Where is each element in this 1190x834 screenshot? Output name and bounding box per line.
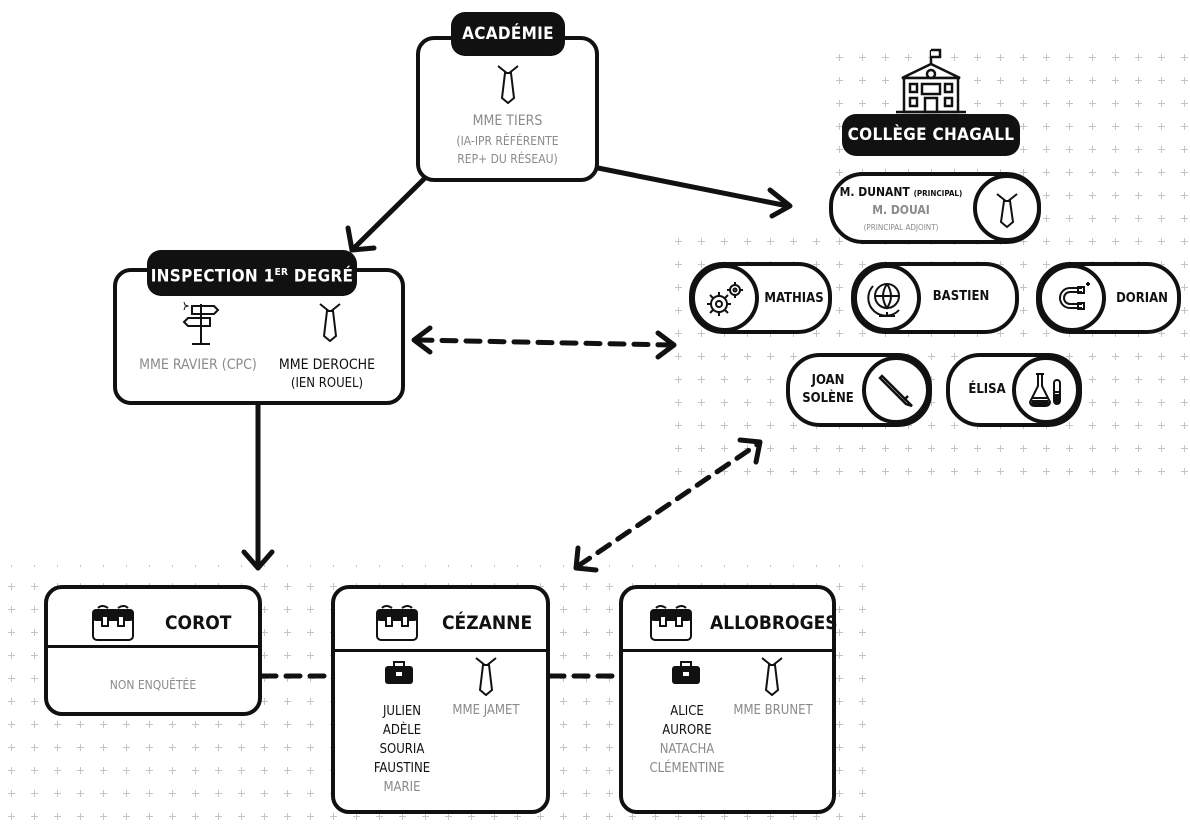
school-header-cezanne (335, 589, 546, 652)
inspection-person-2: MME DEROCHE (278, 357, 376, 373)
teacher-label-bastien: BASTIEN (932, 289, 990, 304)
arrow-academie-inspection (349, 175, 428, 253)
dashed-cezanne-college (575, 441, 761, 569)
arrowhead-inspection (345, 225, 377, 253)
school-box-corot (44, 585, 262, 716)
principal-name: M. DUNANT (839, 185, 910, 199)
teacher-list-cezanne: JULIEN ADÈLE SOURIA FAUSTINE MARIE (362, 702, 442, 797)
schoolbag-icon (376, 605, 418, 641)
schoolbag-icon (650, 605, 692, 641)
arrowhead-dash-left (411, 325, 433, 355)
tie-icon (761, 657, 783, 696)
school-box-cezanne (331, 585, 550, 814)
school-name-corot: COROT (165, 612, 232, 634)
arrowhead-dash-cezanne (573, 545, 599, 573)
school-building-icon (896, 48, 966, 114)
teacher-cezanne-2: ADÈLE (382, 723, 422, 738)
teacher-list-allobroges: ALICE AURORE NATACHA CLÉMENTINE (640, 702, 734, 778)
staff-allobroges: MME BRUNET (733, 703, 813, 718)
arrowhead-college (767, 187, 793, 219)
teacher-allobroges-3: NATACHA (659, 742, 715, 757)
teacher-allobroges-2: AURORE (662, 723, 712, 738)
dashed-inspection-college (415, 337, 675, 348)
staff-cezanne: MME JAMET (452, 703, 520, 718)
academie-title: ACADÉMIE (451, 12, 565, 56)
tie-icon (319, 303, 341, 342)
inspection-title-sup: ER (274, 267, 289, 278)
teacher-label-dorian: DORIAN (1116, 291, 1168, 306)
arrowhead-corot (241, 549, 275, 571)
gears-icon (691, 264, 759, 332)
inspection-title: INSPECTION 1ER DEGRÉ (147, 250, 357, 296)
school-note-corot: NON ENQUÊTÉE (109, 678, 197, 692)
teacher-allobroges-1: ALICE (670, 704, 704, 719)
arrowhead-dash-college (737, 437, 763, 465)
inspection-title-end: DEGRÉ (288, 266, 354, 287)
college-title: COLLÈGE CHAGALL (842, 114, 1020, 156)
teacher-label-elisa: ÉLISA (968, 382, 1006, 397)
signpost-icon (182, 301, 220, 345)
teacher-cezanne-1: JULIEN (382, 704, 422, 719)
briefcase-icon (672, 661, 700, 684)
tie-icon (973, 174, 1041, 242)
academie-box (416, 36, 599, 182)
teacher-label-joan-1: JOAN (811, 373, 845, 388)
magnet-icon (1038, 264, 1106, 332)
school-header-corot (48, 589, 258, 648)
tie-icon (497, 65, 519, 104)
briefcase-icon (385, 661, 413, 684)
teacher-cezanne-4: FAUSTINE (373, 761, 431, 776)
college-direction-text: M. DUNANT (PRINCIPAL) M. DOUAI (PRINCIPA… (836, 184, 966, 236)
adjoint-name: M. DOUAI (872, 203, 930, 217)
arrow-academie-college (595, 165, 791, 209)
inspection-title-main: INSPECTION 1 (150, 266, 275, 287)
arrowhead-dash-right (655, 330, 677, 360)
academie-person: MME TIERS (472, 113, 543, 129)
teacher-cezanne-3: SOURIA (379, 742, 425, 757)
flask-icon (1012, 356, 1080, 424)
pencil-icon (862, 356, 930, 424)
school-header-allobroges (623, 589, 832, 652)
teacher-label-joan-2: SOLÈNE (802, 391, 854, 406)
school-name-allobroges: ALLOBROGES (710, 612, 838, 634)
tie-icon (475, 657, 497, 696)
academie-role-2: REP+ DU RÉSEAU) (457, 152, 558, 166)
teacher-label-mathias: MATHIAS (764, 291, 824, 306)
globe-icon (853, 264, 921, 332)
principal-role: (PRINCIPAL) (913, 189, 963, 198)
school-name-cezanne: CÉZANNE (442, 612, 533, 634)
inspection-person-2-role: (IEN ROUEL) (290, 376, 364, 391)
teacher-label-joan: JOAN SOLÈNE (796, 372, 860, 408)
schoolbag-icon (92, 605, 134, 641)
adjoint-role: (PRINCIPAL ADJOINT) (863, 223, 939, 232)
academie-role-1: (IA-IPR RÉFÉRENTE (456, 134, 559, 148)
teacher-cezanne-5: MARIE (383, 780, 421, 795)
inspection-person-1: MME RAVIER (CPC) (139, 357, 257, 373)
teacher-allobroges-4: CLÉMENTINE (649, 761, 725, 776)
